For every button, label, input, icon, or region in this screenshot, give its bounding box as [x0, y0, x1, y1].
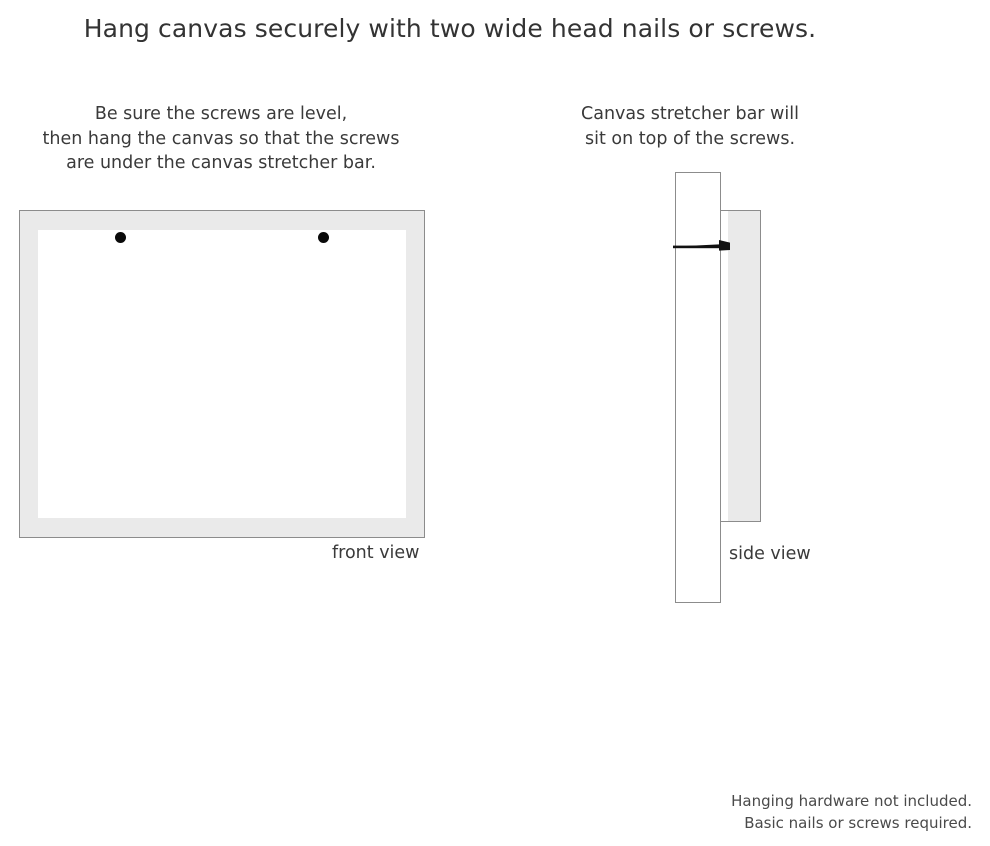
screw-head-left-icon — [115, 232, 126, 243]
front-view-caption: Be sure the screws are level, then hang … — [6, 102, 436, 176]
wall-shape — [675, 172, 721, 603]
canvas-face-shape — [38, 230, 406, 518]
front-view-diagram — [19, 210, 425, 538]
nail-icon — [673, 240, 730, 251]
side-view-label: side view — [729, 544, 811, 564]
front-view-caption-line-3: are under the canvas stretcher bar. — [66, 153, 376, 174]
footer-note: Hanging hardware not included. Basic nai… — [552, 791, 972, 834]
footer-line-2: Basic nails or screws required. — [744, 813, 972, 832]
side-view-caption-line-1: Canvas stretcher bar will — [581, 104, 799, 124]
front-view-caption-line-1: Be sure the screws are level, — [94, 104, 348, 124]
front-view-caption-line-2: then hang the canvas so that the screws — [42, 128, 400, 149]
stretcher-bar-inner-gap — [720, 211, 728, 521]
footer-line-1: Hanging hardware not included. — [731, 792, 972, 810]
screw-head-right-icon — [318, 232, 329, 243]
front-view-label: front view — [332, 543, 420, 563]
side-view-diagram — [673, 172, 765, 604]
side-view-caption-line-2: sit on top of the screws. — [584, 128, 796, 149]
side-view-caption: Canvas stretcher bar will sit on top of … — [545, 102, 835, 151]
page-title: Hang canvas securely with two wide head … — [83, 14, 817, 43]
